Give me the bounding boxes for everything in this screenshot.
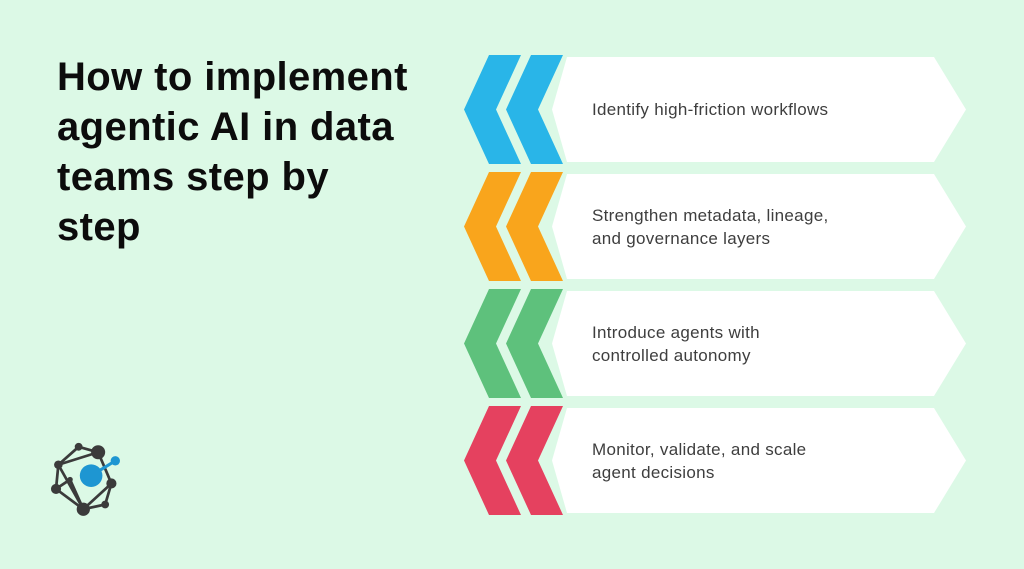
title-line: teams step by (57, 155, 329, 199)
step-label-line: Strengthen metadata, lineage, (592, 205, 829, 225)
step-banner: Strengthen metadata, lineage, and govern… (552, 174, 966, 279)
title-line: agentic AI in data (57, 105, 394, 149)
step-banner: Introduce agents with controlled autonom… (552, 291, 966, 396)
step-label-line: agent decisions (592, 462, 715, 482)
network-graph-logo-icon (49, 437, 127, 519)
step-label-line: and governance layers (592, 228, 771, 248)
double-chevron-icon (464, 289, 563, 398)
title-line: How to implement (57, 55, 408, 99)
step-banner: Monitor, validate, and scale agent decis… (552, 408, 966, 513)
step-row-3: Introduce agents with controlled autonom… (464, 289, 966, 398)
double-chevron-icon (464, 55, 563, 164)
step-row-2: Strengthen metadata, lineage, and govern… (464, 172, 966, 281)
step-banner: Identify high-friction workflows (552, 57, 966, 162)
title-line: step (57, 205, 141, 249)
step-row-1: Identify high-friction workflows (464, 55, 966, 164)
steps-list: Identify high-friction workflows Strengt… (464, 55, 966, 523)
step-row-4: Monitor, validate, and scale agent decis… (464, 406, 966, 515)
double-chevron-icon (464, 172, 563, 281)
step-label-line: Identify high-friction workflows (592, 100, 829, 119)
page-title: How to implement agentic AI in data team… (57, 52, 497, 252)
step-label-line: Introduce agents with (592, 322, 760, 342)
double-chevron-icon (464, 406, 563, 515)
step-label-line: controlled autonomy (592, 345, 751, 365)
step-label-line: Monitor, validate, and scale (592, 439, 807, 459)
